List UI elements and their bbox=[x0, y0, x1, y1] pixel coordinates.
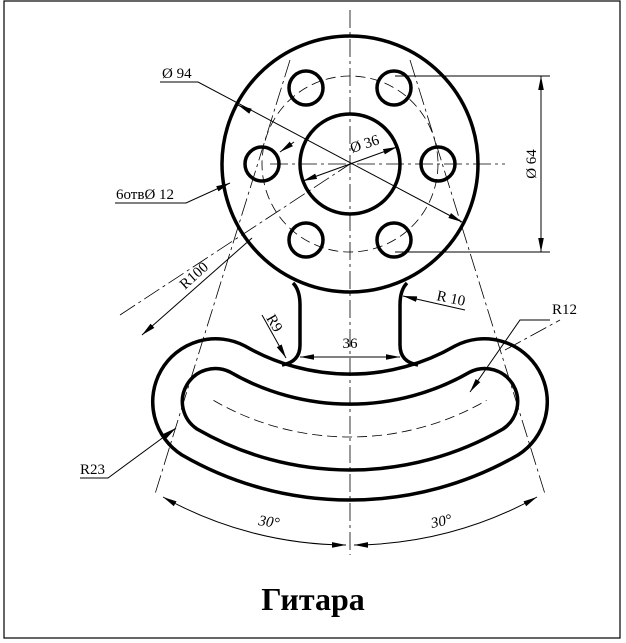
drawing-frame bbox=[3, 0, 621, 639]
dim-slot-inner: R12 bbox=[552, 302, 577, 318]
bolt-hole bbox=[287, 221, 325, 259]
bolt-hole bbox=[287, 69, 325, 107]
bolt-hole bbox=[419, 145, 457, 183]
dimensions: Ø 64 Ø 94 Ø 36 6отвØ 12 R100 R9 R 10 36 … bbox=[80, 66, 577, 548]
dim-holes: 6отвØ 12 bbox=[116, 187, 174, 203]
dim-angle-right: 30° bbox=[429, 512, 454, 532]
center-hole bbox=[298, 112, 402, 216]
dim-fillet-right: R 10 bbox=[435, 288, 466, 310]
dim-bolt-circle: Ø 64 bbox=[524, 149, 540, 179]
dim-arc-radius: R100 bbox=[177, 259, 212, 293]
dim-inner-diameter: Ø 36 bbox=[348, 132, 382, 157]
bolt-hole bbox=[243, 145, 281, 183]
bolt-hole bbox=[375, 69, 413, 107]
dim-fillet-left: R9 bbox=[263, 312, 286, 335]
part-outline bbox=[150, 34, 550, 502]
dim-neck-width: 36 bbox=[343, 336, 359, 352]
dim-angle-left: 30° bbox=[256, 513, 280, 532]
slot-inner bbox=[180, 366, 520, 472]
dim-slot-outer: R23 bbox=[80, 462, 105, 478]
drawing-title: Гитара bbox=[261, 581, 364, 617]
dim-outer-diameter: Ø 94 bbox=[162, 66, 192, 82]
slot-outer bbox=[150, 337, 550, 502]
bolt-hole bbox=[375, 221, 413, 259]
